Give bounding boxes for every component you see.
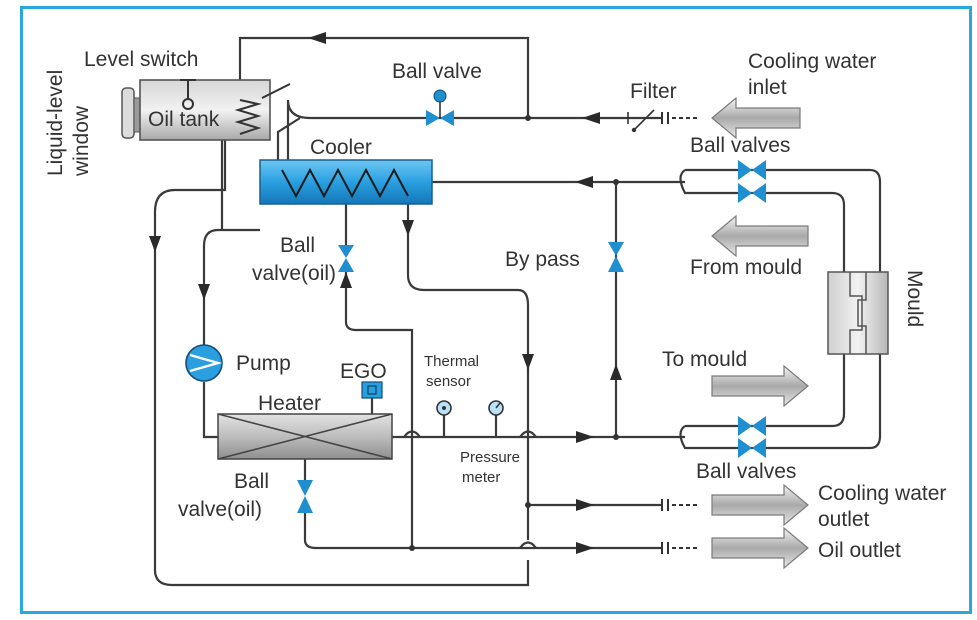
flow-arrow [576, 499, 594, 511]
ego-icon [361, 381, 383, 399]
ego-label: EGO [340, 360, 387, 383]
to-mould-label: To mould [662, 348, 747, 371]
flow-arrow [576, 542, 594, 554]
pressure-meter-label-2: meter [462, 469, 500, 486]
oil-outlet-fitting-icon [661, 542, 700, 554]
ball-valves-bottom-label: Ball valves [696, 460, 796, 483]
cooling-water-inlet-label-2: inlet [748, 76, 787, 99]
ball-valve-oil-bottom-label-2: valve(oil) [178, 498, 262, 521]
junctions [409, 115, 619, 551]
filter-icon [627, 109, 700, 133]
oil-outlet-arrow [711, 526, 809, 570]
pressure-meter-icon [488, 400, 504, 416]
liquid-level-window-label-2: window [70, 105, 93, 177]
ball-valve-top-label: Ball valve [392, 60, 482, 83]
liquid-level-window-label-1: Liquid-level [44, 70, 67, 176]
flow-arrow [610, 364, 622, 380]
large-arrows [711, 96, 809, 570]
ball-valve-oil-mid-icon [338, 245, 354, 272]
pipes [153, 36, 882, 587]
thermal-sensor-label-2: sensor [426, 373, 471, 390]
from-mould-arrow [711, 214, 809, 258]
level-switch-icon [261, 83, 291, 99]
thermal-sensor-label-1: Thermal [424, 353, 479, 370]
mould [827, 271, 889, 355]
cooler-label: Cooler [310, 136, 372, 159]
ball-valve-oil-bottom-label-1: Ball [234, 470, 269, 493]
pressure-meter-label-1: Pressure [460, 449, 520, 466]
cooling-water-inlet-label-1: Cooling water [748, 50, 876, 73]
outlet-fitting-icon [661, 499, 700, 511]
cooling-water-outlet-arrow [711, 483, 809, 527]
flow-arrow [149, 236, 161, 252]
cooler [259, 159, 433, 205]
heater [217, 413, 393, 460]
ball-valve-oil-bottom-icon [297, 480, 313, 513]
ball-valve-oil-mid-label-1: Ball [280, 234, 315, 257]
flow-arrow [308, 32, 326, 44]
ball-valves-top-icon [738, 160, 766, 203]
cooling-water-outlet-label-1: Cooling water [818, 482, 946, 505]
liquid-level-window-icon [121, 87, 141, 139]
ball-valve-icon [426, 89, 454, 126]
cooling-water-outlet-label-2: outlet [818, 508, 870, 531]
labels: Liquid-level window Level switch Oil tan… [44, 48, 946, 562]
level-switch-label: Level switch [84, 48, 198, 71]
flow-arrow [522, 354, 534, 370]
by-pass-label: By pass [505, 248, 580, 271]
pipe-crossings [403, 430, 537, 549]
to-mould-arrow [711, 364, 809, 408]
flow-arrow [582, 112, 600, 124]
ball-valves-bottom-icon [738, 416, 766, 458]
ball-valves-top-label: Ball valves [690, 134, 790, 157]
oil-outlet-label: Oil outlet [818, 539, 901, 562]
flow-arrow [198, 284, 210, 300]
ball-valve-oil-mid-label-2: valve(oil) [252, 262, 336, 285]
filter-label: Filter [630, 80, 677, 103]
thermal-sensor-icon [436, 400, 452, 416]
oil-tank [139, 79, 271, 141]
flow-arrow [340, 272, 352, 288]
heater-label: Heater [258, 392, 321, 415]
from-mould-label: From mould [690, 256, 802, 279]
cooling-water-inlet-arrow [711, 96, 801, 140]
oil-tank-label: Oil tank [148, 108, 220, 131]
flow-arrow [576, 431, 594, 443]
flow-arrow [402, 220, 414, 236]
flow-arrows [149, 32, 622, 554]
mould-label: Mould [903, 270, 926, 327]
flow-arrow [575, 176, 593, 188]
pump-icon [185, 344, 223, 382]
bypass-valve-icon [608, 242, 624, 272]
pump-label: Pump [236, 352, 291, 375]
